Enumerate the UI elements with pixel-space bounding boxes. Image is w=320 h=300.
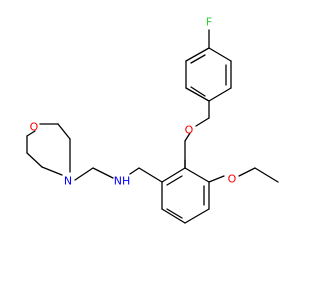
bond-ch2-nh	[129, 167, 140, 175]
morpholine-oxygen-label: O	[30, 121, 39, 134]
fluorophenyl-ring	[185, 47, 232, 102]
morpholine-nitrogen-label: N	[64, 175, 72, 188]
bond-nh-ch2	[92, 167, 114, 179]
bond-o-ch2	[238, 167, 256, 177]
bond-ring-ch2-n	[138, 167, 163, 183]
ethoxy-oxygen-label: O	[228, 173, 237, 186]
bond-o-up	[184, 132, 191, 142]
bond-ch2-ch3	[254, 167, 279, 183]
bond-ring-o-ethoxy	[208, 175, 225, 183]
bond-ch2-o	[195, 117, 210, 127]
bond-ch2-ch2	[74, 167, 94, 181]
ether-oxygen-label: O	[185, 124, 194, 137]
amine-nh-label: NH	[114, 175, 131, 188]
molecule-structure: F O O NH N O	[26, 16, 279, 224]
fluorine-label: F	[206, 16, 212, 29]
morpholine-ring	[26, 123, 71, 176]
central-benzene-ring	[161, 140, 210, 224]
